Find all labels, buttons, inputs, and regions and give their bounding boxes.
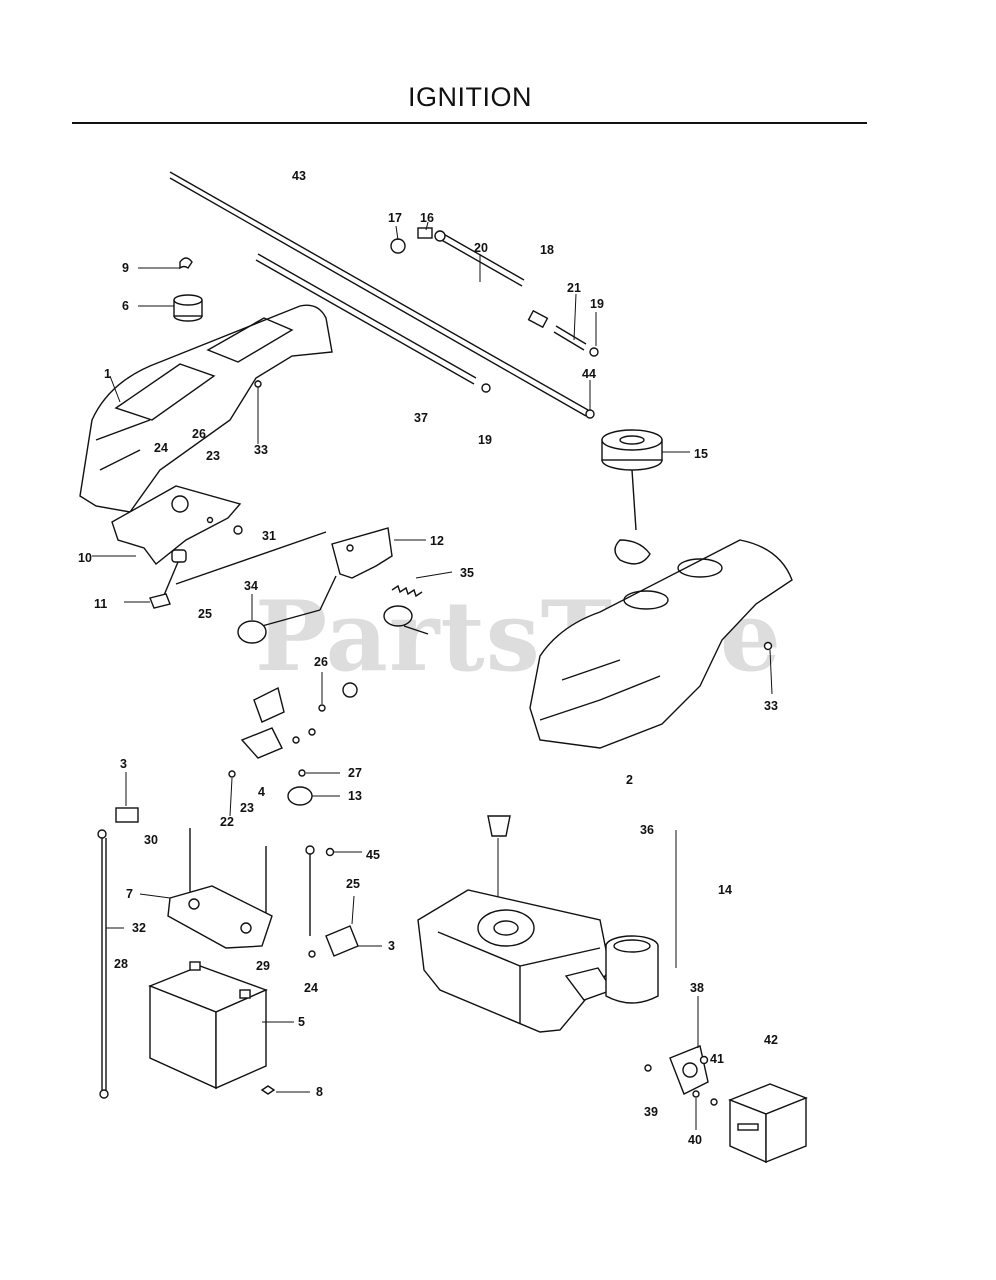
callout-25-lower[interactable]: 25 [346, 877, 360, 891]
callout-24-lower[interactable]: 24 [304, 981, 318, 995]
clip-9 [179, 257, 193, 270]
callout-6[interactable]: 6 [122, 299, 129, 313]
callout-35[interactable]: 35 [460, 566, 474, 580]
callout-22[interactable]: 22 [220, 815, 234, 829]
fuel-tank [417, 815, 659, 1033]
callout-33-right[interactable]: 33 [764, 699, 778, 713]
fuel-cap-15 [601, 429, 663, 565]
callout-29[interactable]: 29 [256, 959, 270, 973]
callout-10[interactable]: 10 [78, 551, 92, 565]
callout-27[interactable]: 27 [348, 766, 362, 780]
switch-body [240, 682, 358, 759]
callout-23-lower[interactable]: 23 [240, 801, 254, 815]
callout-45[interactable]: 45 [366, 848, 380, 862]
rod-20-assembly [390, 227, 599, 357]
callout-7[interactable]: 7 [126, 887, 133, 901]
callout-24[interactable]: 24 [154, 441, 168, 455]
spring-35 [391, 584, 423, 598]
relay-3 [325, 925, 359, 957]
fender-2 [529, 539, 793, 749]
callout-13[interactable]: 13 [348, 789, 362, 803]
callout-4[interactable]: 4 [258, 785, 265, 799]
callout-33[interactable]: 33 [254, 443, 268, 457]
callout-19-lower[interactable]: 19 [478, 433, 492, 447]
linkage-12 [261, 527, 393, 627]
dash-panel-1 [79, 304, 333, 513]
callout-34[interactable]: 34 [244, 579, 258, 593]
callout-11[interactable]: 11 [94, 597, 108, 611]
clip-44 [585, 409, 595, 419]
rod-43 [169, 171, 589, 417]
callout-42[interactable]: 42 [764, 1033, 778, 1047]
callout-23[interactable]: 23 [206, 449, 220, 463]
callout-8[interactable]: 8 [316, 1085, 323, 1099]
callout-1[interactable]: 1 [104, 367, 111, 381]
callout-30[interactable]: 30 [144, 833, 158, 847]
battery-cable-32 [97, 829, 109, 1099]
callout-3[interactable]: 3 [120, 757, 127, 771]
callout-14[interactable]: 14 [718, 883, 732, 897]
callout-19[interactable]: 19 [590, 297, 604, 311]
callout-12[interactable]: 12 [430, 534, 444, 548]
callout-40[interactable]: 40 [688, 1133, 702, 1147]
callout-2[interactable]: 2 [626, 773, 633, 787]
callout-15[interactable]: 15 [694, 447, 708, 461]
mount-38 [644, 1045, 718, 1106]
callout-36[interactable]: 36 [640, 823, 654, 837]
callout-37[interactable]: 37 [414, 411, 428, 425]
callout-16[interactable]: 16 [420, 211, 434, 225]
knob-34 [237, 620, 267, 644]
callout-43[interactable]: 43 [292, 169, 306, 183]
title-rule [72, 122, 867, 124]
page-title: IGNITION [408, 82, 532, 112]
callout-44[interactable]: 44 [582, 367, 596, 381]
connector-3 [115, 807, 139, 823]
callout-5[interactable]: 5 [298, 1015, 305, 1029]
callout-39[interactable]: 39 [644, 1105, 658, 1119]
callout-3-lower[interactable]: 3 [388, 939, 395, 953]
battery-5 [148, 961, 268, 1090]
callout-38[interactable]: 38 [690, 981, 704, 995]
key-13 [287, 786, 313, 806]
cable-31 [175, 531, 327, 585]
callout-18[interactable]: 18 [540, 243, 554, 257]
switch-11 [149, 549, 187, 609]
callout-9[interactable]: 9 [122, 261, 129, 275]
clip-37-end [481, 383, 491, 393]
module-42 [728, 1083, 808, 1164]
callout-25[interactable]: 25 [198, 607, 212, 621]
rod-37 [255, 253, 477, 385]
callout-21[interactable]: 21 [567, 281, 581, 295]
callout-17[interactable]: 17 [388, 211, 402, 225]
callout-41[interactable]: 41 [710, 1052, 724, 1066]
bracket-10 [111, 485, 242, 565]
callout-20[interactable]: 20 [474, 241, 488, 255]
callout-26-lower[interactable]: 26 [314, 655, 328, 669]
callout-31[interactable]: 31 [262, 529, 276, 543]
callout-26[interactable]: 26 [192, 427, 206, 441]
callout-28[interactable]: 28 [114, 957, 128, 971]
callout-32[interactable]: 32 [132, 921, 146, 935]
hold-down-7 [167, 828, 273, 949]
knob-6 [173, 294, 203, 322]
